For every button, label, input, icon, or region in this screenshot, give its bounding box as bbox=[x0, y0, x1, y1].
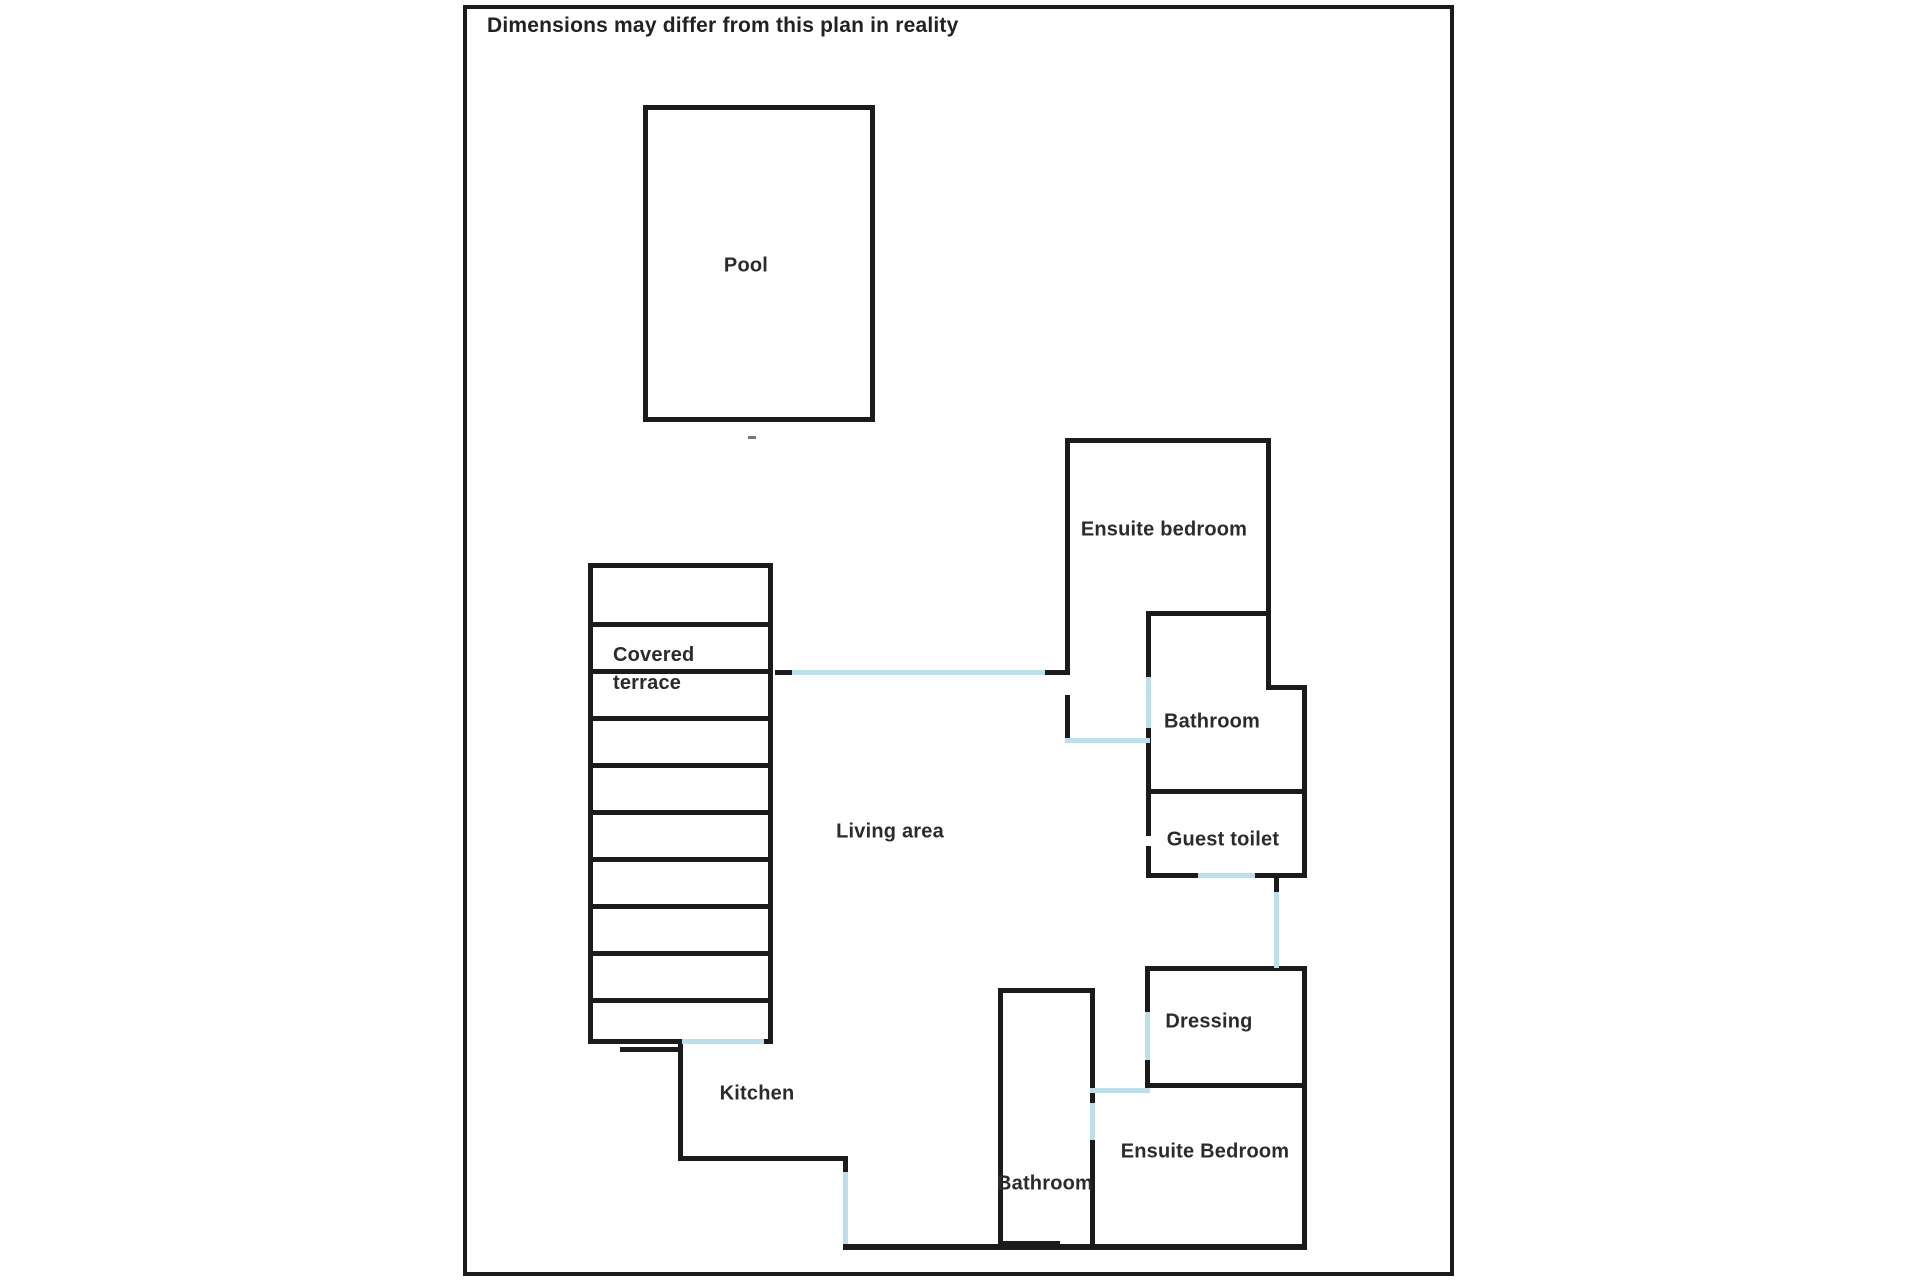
wall-segment bbox=[588, 669, 773, 674]
room-label-covered-terrace-line1: Covered bbox=[613, 644, 695, 666]
wall-segment bbox=[588, 763, 773, 768]
wall-segment bbox=[1090, 1140, 1095, 1246]
room-label-bathroom-bottom: Bathroom bbox=[996, 1172, 1094, 1195]
door-opening-segment bbox=[1090, 1088, 1150, 1093]
wall-segment bbox=[1146, 789, 1307, 794]
plan-border bbox=[463, 5, 1454, 1276]
door-opening-segment bbox=[1090, 1103, 1095, 1140]
wall-segment bbox=[588, 810, 773, 815]
wall-segment bbox=[1065, 695, 1070, 743]
wall-segment bbox=[1146, 846, 1151, 878]
wall-segment bbox=[1145, 1083, 1307, 1088]
door-opening-segment bbox=[843, 1172, 848, 1246]
room-label-pool: Pool bbox=[723, 254, 769, 277]
wall-segment bbox=[588, 998, 773, 1003]
wall-segment bbox=[843, 1156, 848, 1172]
wall-segment bbox=[998, 1241, 1060, 1250]
room-label-covered-terrace-line2: terrace bbox=[613, 672, 682, 694]
wall-segment bbox=[1146, 789, 1151, 836]
room-label-ensuite-bedroom-bottom: Ensuite Bedroom bbox=[1120, 1140, 1290, 1163]
wall-segment bbox=[1090, 988, 1095, 1088]
terrace-outline bbox=[588, 563, 773, 1044]
wall-segment bbox=[1266, 438, 1271, 690]
wall-segment bbox=[998, 988, 1003, 1246]
wall-segment bbox=[998, 988, 1095, 993]
wall-segment bbox=[678, 1044, 683, 1161]
wall-segment bbox=[1065, 438, 1070, 675]
wall-segment bbox=[1266, 685, 1307, 690]
door-opening-segment bbox=[682, 1039, 764, 1044]
wall-segment bbox=[588, 904, 773, 909]
pool-outline bbox=[643, 105, 875, 422]
wall-segment bbox=[588, 857, 773, 862]
room-label-covered-terrace: Covered terrace bbox=[613, 641, 694, 697]
wall-segment bbox=[1302, 966, 1307, 1250]
door-opening-segment bbox=[1198, 873, 1255, 878]
door-opening-segment bbox=[1065, 738, 1150, 743]
wall-segment bbox=[1255, 873, 1307, 878]
wall-segment bbox=[1145, 966, 1307, 971]
room-label-guest-toilet: Guest toilet bbox=[1166, 828, 1280, 851]
door-opening-segment bbox=[1146, 677, 1151, 728]
wall-segment bbox=[1146, 611, 1151, 677]
disclaimer-text: Dimensions may differ from this plan in … bbox=[487, 14, 959, 37]
door-opening-segment bbox=[1145, 1012, 1150, 1060]
room-label-living-area: Living area bbox=[836, 820, 944, 843]
wall-segment bbox=[620, 1047, 682, 1052]
wall-segment bbox=[843, 1244, 1307, 1250]
wall-segment bbox=[1145, 966, 1150, 1012]
wall-segment bbox=[1045, 670, 1067, 675]
wall-segment bbox=[1274, 878, 1279, 892]
wall-segment bbox=[1302, 688, 1307, 878]
mark bbox=[748, 436, 756, 439]
wall-segment bbox=[588, 716, 773, 721]
wall-segment bbox=[775, 670, 792, 675]
wall-segment bbox=[588, 951, 773, 956]
wall-segment bbox=[1065, 438, 1271, 443]
wall-segment bbox=[1090, 1093, 1095, 1103]
room-label-kitchen: Kitchen bbox=[719, 1082, 795, 1105]
room-label-ensuite-bedroom-top: Ensuite bedroom bbox=[1080, 518, 1248, 541]
wall-segment bbox=[1146, 873, 1198, 878]
door-opening-segment bbox=[792, 670, 1045, 675]
wall-segment bbox=[588, 622, 773, 627]
room-label-dressing: Dressing bbox=[1165, 1010, 1253, 1033]
wall-segment bbox=[1145, 1060, 1150, 1088]
wall-segment bbox=[678, 1156, 848, 1161]
door-opening-segment bbox=[1274, 892, 1279, 968]
room-label-bathroom-right: Bathroom bbox=[1163, 710, 1261, 733]
wall-segment bbox=[1146, 728, 1151, 794]
wall-segment bbox=[1146, 611, 1271, 616]
